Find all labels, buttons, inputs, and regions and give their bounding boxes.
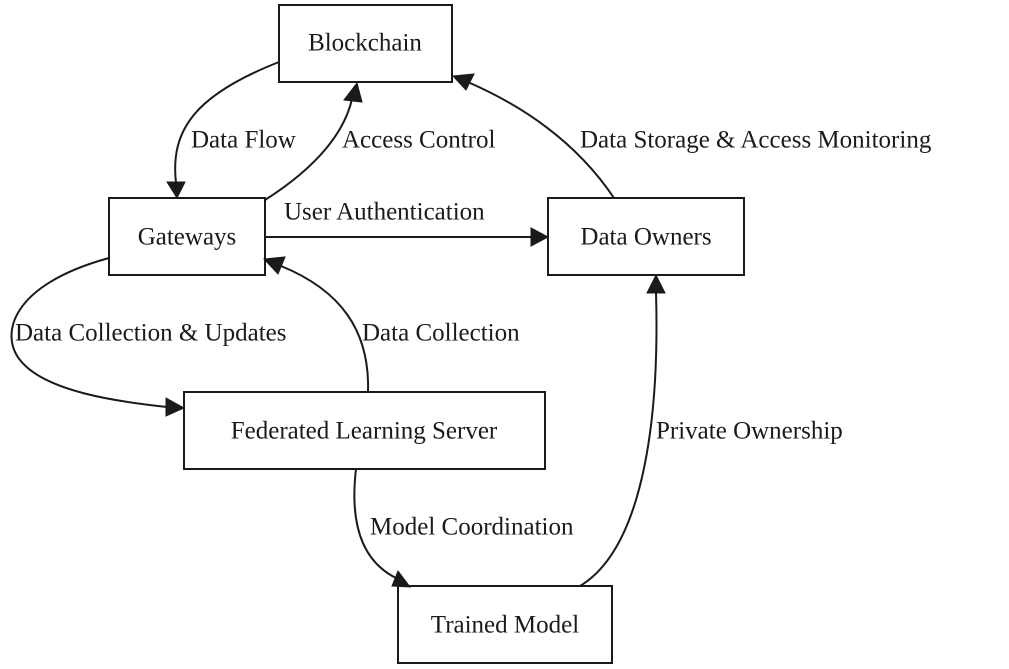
edge-access-control: Access Control — [264, 81, 495, 201]
node-blockchain[interactable]: Blockchain — [278, 4, 453, 83]
node-trained-model-label: Trained Model — [431, 612, 579, 639]
node-data-owners[interactable]: Data Owners — [547, 197, 745, 276]
edge-access-control-label: Access Control — [342, 127, 495, 154]
edge-private-ownership-label: Private Ownership — [656, 418, 843, 445]
arrowhead-icon — [646, 273, 666, 294]
edge-private-ownership: Private Ownership — [579, 273, 843, 587]
node-federated-learning-server[interactable]: Federated Learning Server — [183, 391, 546, 470]
edge-data-collection-label: Data Collection — [362, 320, 520, 347]
edge-data-flow-label: Data Flow — [191, 127, 296, 154]
node-trained-model[interactable]: Trained Model — [397, 585, 613, 664]
node-gateways[interactable]: Gateways — [108, 197, 266, 276]
arrowhead-icon — [391, 569, 412, 588]
edge-data-storage-access-monitoring-label: Data Storage & Access Monitoring — [580, 127, 932, 154]
node-gateways-label: Gateways — [138, 224, 237, 251]
arrowhead-icon — [262, 256, 286, 275]
edge-model-coordination-label: Model Coordination — [370, 514, 574, 541]
edge-data-storage-access-monitoring: Data Storage & Access Monitoring — [451, 73, 932, 199]
edge-user-authentication: User Authentication — [265, 199, 550, 247]
node-data-owners-label: Data Owners — [580, 224, 711, 251]
arrowhead-icon — [530, 227, 550, 247]
edge-data-flow: Data Flow — [166, 61, 296, 200]
edge-data-collection-updates-label: Data Collection & Updates — [15, 320, 286, 347]
edge-user-authentication-label: User Authentication — [284, 199, 485, 226]
arrowhead-icon — [165, 397, 186, 417]
edge-data-collection: Data Collection — [262, 256, 520, 393]
edge-data-collection-updates: Data Collection & Updates — [10, 257, 286, 417]
arrowhead-icon — [166, 181, 186, 200]
node-federated-learning-server-label: Federated Learning Server — [231, 418, 498, 445]
arrowhead-icon — [343, 81, 363, 103]
edge-model-coordination: Model Coordination — [353, 468, 574, 588]
node-blockchain-label: Blockchain — [308, 30, 422, 57]
arrowhead-icon — [451, 73, 475, 91]
